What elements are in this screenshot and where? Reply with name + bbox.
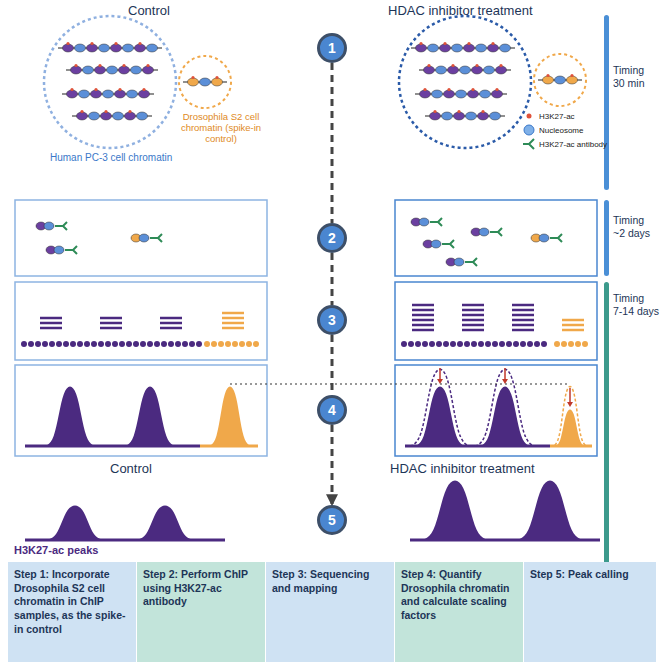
legend-text: Nucleosome bbox=[539, 126, 583, 135]
legend-item: H3K27-ac bbox=[522, 110, 575, 122]
step-number: 3 bbox=[317, 305, 347, 335]
text-label: Drosophila S2 cell chromatin (spike-in c… bbox=[176, 112, 266, 145]
node-text: 1 bbox=[328, 40, 336, 56]
text-label: 7-14 days bbox=[613, 305, 663, 317]
text-label: Control bbox=[110, 462, 200, 477]
antibody-complexes bbox=[36, 218, 562, 266]
text-label: Timing bbox=[613, 64, 663, 76]
step-number: 5 bbox=[317, 505, 347, 535]
dashed-connector bbox=[331, 63, 334, 223]
text-label: ~2 days bbox=[613, 227, 663, 239]
legend-sample bbox=[522, 124, 536, 136]
step-number: 2 bbox=[317, 223, 347, 253]
dashed-connector bbox=[331, 425, 334, 505]
node-text: 3 bbox=[328, 312, 336, 328]
step-box: Step 2: Perform ChIP using H3K27-ac anti… bbox=[137, 562, 265, 662]
text-label: Human PC-3 cell chromatin bbox=[50, 152, 200, 164]
node-text: Step 5: Peak calling bbox=[530, 568, 650, 582]
dashed-connector bbox=[331, 335, 334, 395]
dashed-connector bbox=[331, 253, 334, 305]
legend-text: H3K27-ac bbox=[539, 112, 575, 121]
node-text: Step 1: Incorporate Drosophila S2 cell c… bbox=[14, 568, 130, 636]
text-label: Timing bbox=[613, 292, 663, 304]
timing-bars bbox=[604, 15, 609, 590]
step-box: Step 3: Sequencing and mapping bbox=[266, 562, 394, 662]
node-text: 2 bbox=[328, 230, 336, 246]
legend-sample bbox=[522, 110, 536, 122]
peaks bbox=[25, 368, 600, 540]
sequencing-reads bbox=[21, 305, 588, 347]
step-box: Step 5: Peak calling bbox=[524, 562, 656, 662]
node-text: 5 bbox=[328, 512, 336, 528]
node-text: Step 4: Quantify Drosophila chromatin an… bbox=[401, 568, 517, 623]
text-label: 30 min bbox=[613, 77, 663, 89]
legend-text: H3K27-ac antibody bbox=[539, 140, 607, 149]
node-text: 4 bbox=[328, 402, 336, 418]
legend-item: Nucleosome bbox=[522, 124, 583, 136]
node-text: Step 2: Perform ChIP using H3K27-ac anti… bbox=[143, 568, 259, 609]
chromatin-circles bbox=[44, 16, 586, 148]
node-text: Step 3: Sequencing and mapping bbox=[272, 568, 388, 595]
text-label: Control bbox=[128, 4, 218, 19]
text-label: HDAC inhibitor treatment bbox=[390, 462, 570, 477]
step-panels bbox=[15, 200, 597, 456]
step-number: 4 bbox=[317, 395, 347, 425]
legend-sample bbox=[522, 138, 536, 150]
step-box: Step 4: Quantify Drosophila chromatin an… bbox=[395, 562, 523, 662]
legend-item: H3K27-ac antibody bbox=[522, 138, 607, 150]
step-box: Step 1: Incorporate Drosophila S2 cell c… bbox=[8, 562, 136, 662]
text-label: HDAC inhibitor treatment bbox=[388, 4, 558, 19]
text-label: Timing bbox=[613, 214, 663, 226]
step-number: 1 bbox=[317, 33, 347, 63]
text-label: H3K27-ac peaks bbox=[14, 544, 124, 557]
